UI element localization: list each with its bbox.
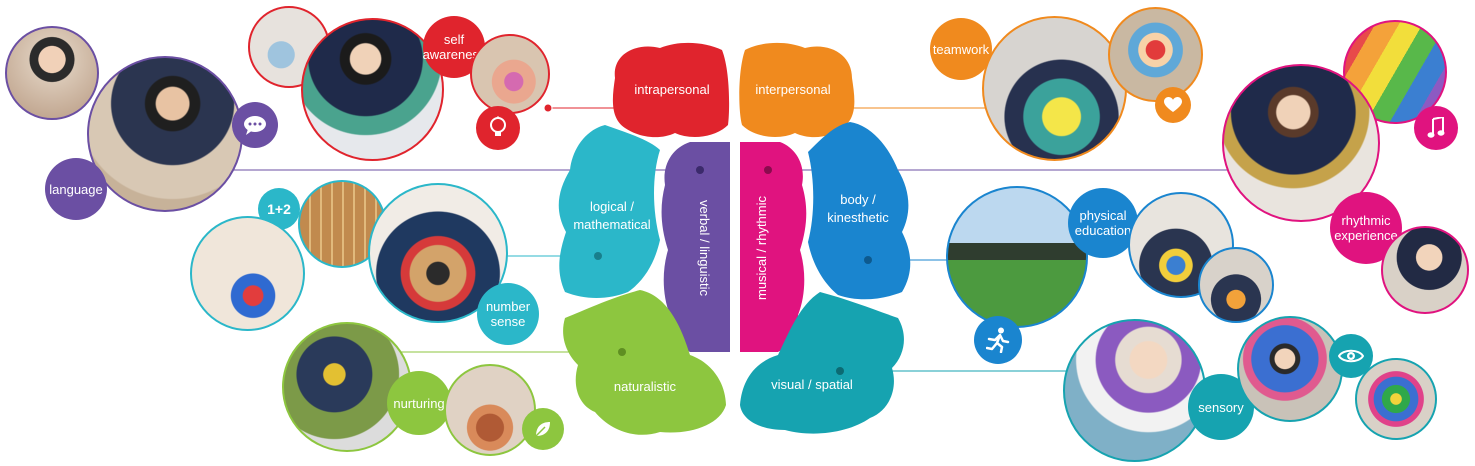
- lobe-visual: [740, 292, 904, 434]
- lightbulb-icon: [476, 106, 520, 150]
- photo-self-awareness-reading: [301, 18, 444, 161]
- lobe-label-visual: visual / spatial: [771, 377, 853, 392]
- label-nurturing: nurturing: [387, 371, 451, 435]
- lobe-label-intrapersonal: intrapersonal: [634, 82, 709, 97]
- lobe-interpersonal: [739, 42, 855, 138]
- label-rhythmic-line1: rhythmic: [1341, 213, 1391, 228]
- lobe-label-verbal: verbal / linguistic: [697, 200, 712, 297]
- dot-logical: [594, 252, 602, 260]
- lobe-label-musical: musical / rhythmic: [754, 195, 769, 300]
- lobe-intrapersonal: [612, 42, 730, 138]
- label-rhythmic-experience: rhythmic experience: [1330, 192, 1402, 264]
- dot-verbal: [696, 166, 704, 174]
- label-language: language: [45, 158, 107, 220]
- music-note-icon: [1414, 106, 1458, 150]
- label-number-sense-line1: number: [485, 299, 531, 314]
- photo-self-awareness-pompoms: [470, 34, 550, 114]
- dot-self-awareness: [543, 103, 553, 113]
- label-rhythmic-line2: experience: [1334, 228, 1398, 243]
- photo-physical-stepping: [1198, 247, 1274, 323]
- photo-sensory-mask: [1355, 358, 1437, 440]
- photo-physical-golf: [946, 186, 1088, 328]
- math-icon: 1+2: [258, 188, 300, 230]
- lobe-label-body-2: kinesthetic: [827, 210, 889, 225]
- photo-nurturing-pots: [444, 364, 536, 456]
- photo-rhythmic-toddler: [1381, 226, 1469, 314]
- photo-language-girl: [5, 26, 99, 120]
- lobe-musical: [740, 142, 807, 352]
- photo-teamwork-blocks: [982, 16, 1127, 161]
- dot-visual: [836, 367, 844, 375]
- lobe-label-logical-1: logical /: [590, 199, 634, 214]
- lobe-verbal: [661, 142, 730, 352]
- lobe-label-body-1: body /: [840, 192, 876, 207]
- label-self-awareness-line1: self: [443, 32, 465, 47]
- photo-teamwork-outdoor: [1108, 7, 1203, 102]
- lobe-label-naturalistic: naturalistic: [614, 379, 677, 394]
- label-physical-line1: physical: [1079, 208, 1127, 223]
- dot-naturalistic: [618, 348, 626, 356]
- label-number-sense-line2: sense: [490, 314, 526, 329]
- lobe-body: [808, 122, 911, 300]
- speech-bubble-icon: [232, 102, 278, 148]
- label-teamwork: teamwork: [930, 18, 992, 80]
- lobe-label-logical-2: mathematical: [573, 217, 650, 232]
- math-icon-text: 1+2: [267, 201, 291, 217]
- label-physical-line2: education: [1074, 223, 1132, 238]
- photo-sensory-child: [1063, 319, 1206, 462]
- dot-musical: [764, 166, 772, 174]
- heart-icon: [1155, 87, 1191, 123]
- photo-language-boy: [87, 56, 243, 212]
- label-self-awareness-line2: awareness: [422, 47, 486, 62]
- photo-sensory-bin: [1237, 316, 1343, 422]
- lobe-label-interpersonal: interpersonal: [755, 82, 830, 97]
- lobe-naturalistic: [563, 290, 726, 435]
- dot-body: [864, 256, 872, 264]
- running-person-icon: [974, 316, 1022, 364]
- leaf-icon: [522, 408, 564, 450]
- lobe-logical: [558, 125, 660, 298]
- label-physical-education: physical education: [1068, 188, 1138, 258]
- label-number-sense: number sense: [477, 283, 539, 345]
- photo-number-tiles: [190, 216, 305, 331]
